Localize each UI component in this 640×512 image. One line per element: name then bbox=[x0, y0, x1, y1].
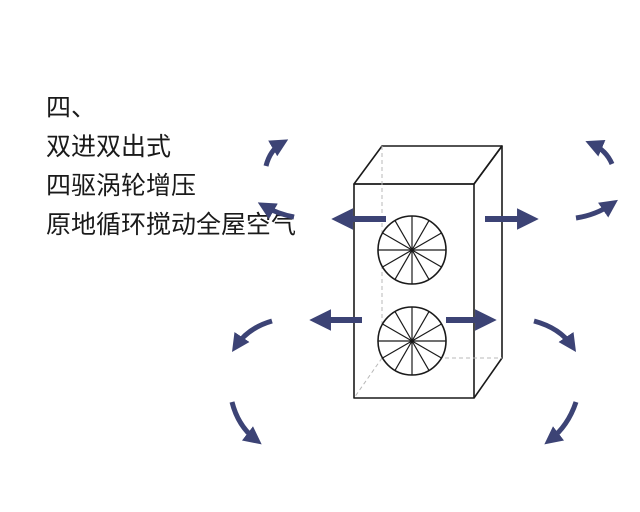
curve-arrow-right-mid bbox=[575, 199, 618, 221]
fan-blade bbox=[382, 340, 413, 359]
caption-line-1: 四、 bbox=[46, 93, 97, 122]
fan-blade bbox=[411, 232, 442, 251]
fan-blade bbox=[411, 340, 430, 371]
caption-line-4: 原地循环搅动全屋空气 bbox=[46, 210, 297, 239]
curve-arrow-right-top bbox=[585, 139, 615, 166]
fan-lower bbox=[377, 306, 447, 376]
caption-line-3: 四驱涡轮增压 bbox=[46, 171, 197, 200]
fan-blade bbox=[394, 311, 413, 342]
fan-blade bbox=[382, 249, 413, 268]
curve-arrow-right-bottom bbox=[544, 401, 579, 445]
curve-arrow-left-bottom bbox=[229, 401, 262, 445]
caption-line-2: 双进双出式 bbox=[46, 132, 172, 161]
fan-blade bbox=[411, 340, 442, 359]
box-side-face bbox=[473, 145, 503, 399]
fan-blade bbox=[394, 340, 413, 371]
fan-blade bbox=[411, 249, 430, 280]
fan-blade bbox=[411, 249, 442, 268]
curve-arrow-left-lower bbox=[232, 318, 273, 352]
curve-arrow-left-mid bbox=[257, 202, 295, 220]
fan-upper bbox=[377, 215, 447, 285]
box-front-face bbox=[353, 183, 475, 399]
fan-blade bbox=[382, 323, 413, 342]
fan-blade bbox=[411, 323, 442, 342]
fan-blade bbox=[382, 232, 413, 251]
curve-arrow-left-top bbox=[263, 139, 289, 167]
fan-blade bbox=[394, 220, 413, 251]
fan-blade bbox=[411, 220, 430, 251]
box-top-face bbox=[353, 145, 503, 185]
fan-blade bbox=[394, 249, 413, 280]
fan-blade bbox=[411, 311, 430, 342]
curve-arrow-right-lower bbox=[533, 318, 576, 352]
purifier-box bbox=[353, 145, 503, 399]
caption-block: 四、 双进双出式 四驱涡轮增压 原地循环搅动全屋空气 bbox=[46, 88, 296, 244]
